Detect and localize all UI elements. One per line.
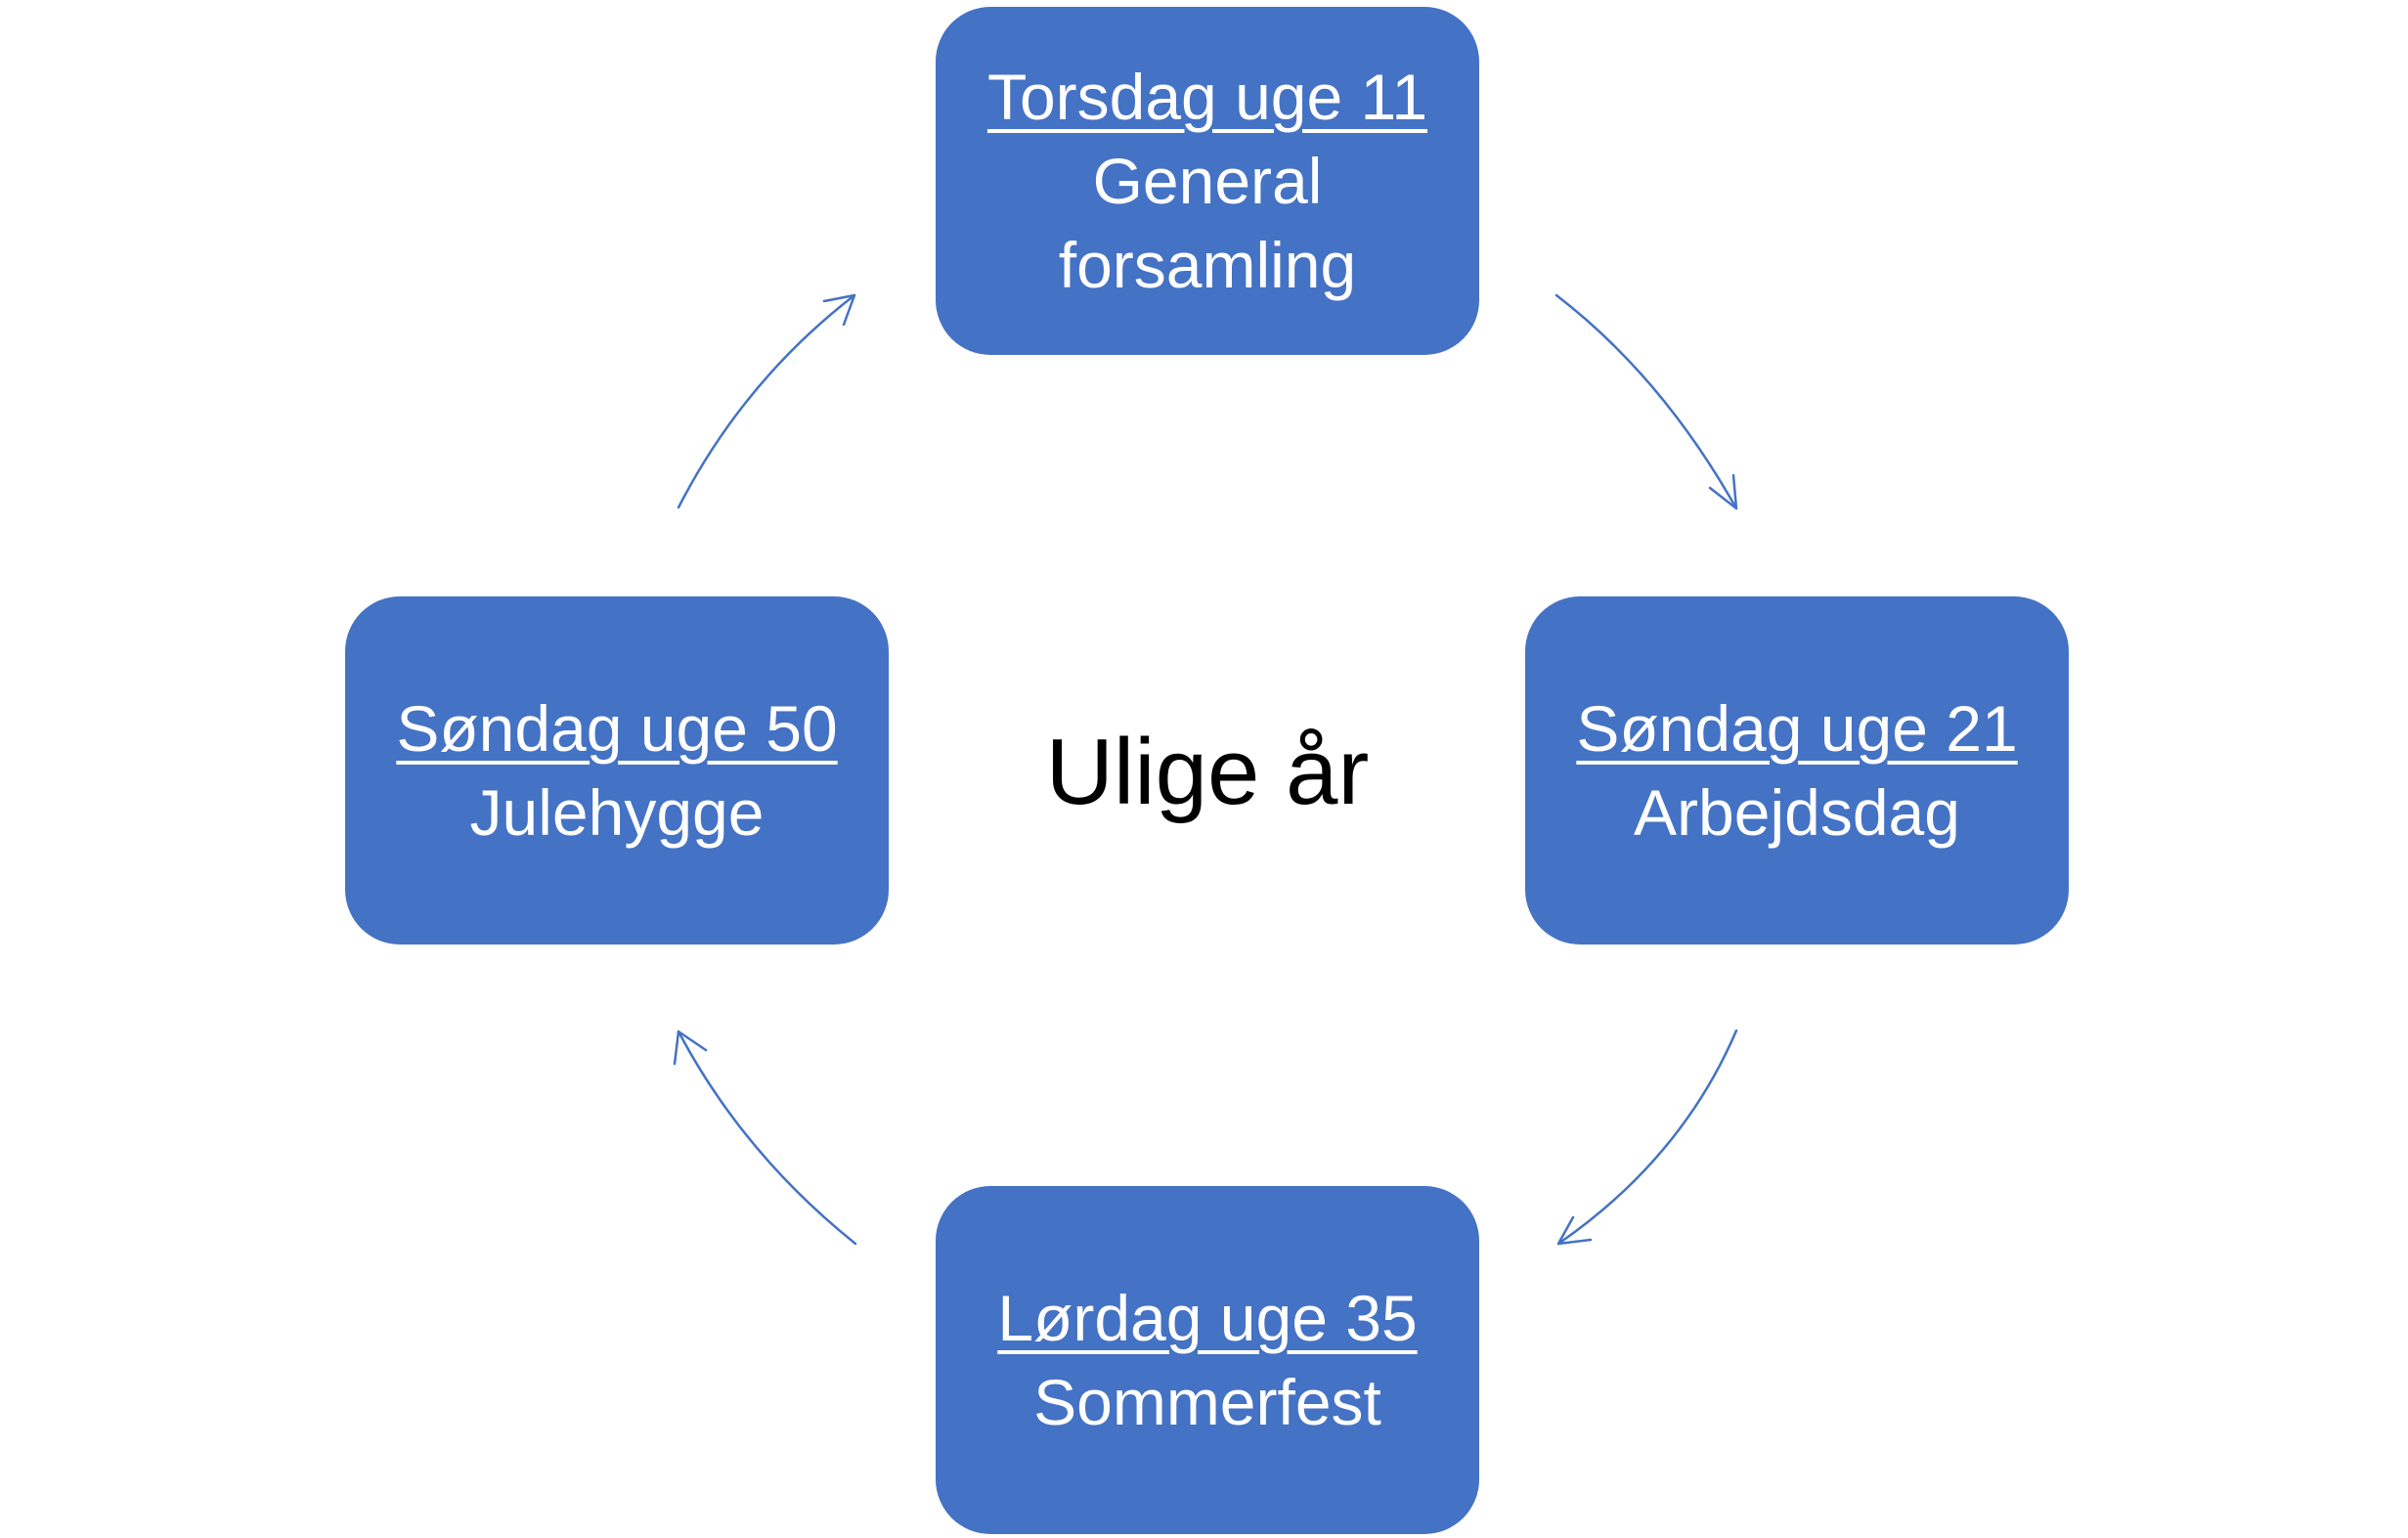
node-heading: Torsdag uge 11 [986, 61, 1428, 133]
arrowhead-top-to-right [1708, 473, 1738, 510]
node-event: Sommerfest [1033, 1366, 1381, 1438]
center-label: Ulige år [1045, 720, 1370, 824]
node-sondag-uge-50: Søndag uge 50 Julehygge [345, 596, 889, 945]
node-event: General forsamling [1058, 145, 1357, 301]
arrow-right-to-bottom [1556, 1029, 1738, 1246]
node-heading: Søndag uge 21 [1576, 692, 2018, 765]
node-heading: Søndag uge 50 [396, 692, 838, 765]
arrow-top-to-right [1554, 293, 1738, 510]
node-torsdag-uge-11: Torsdag uge 11 General forsamling [936, 7, 1479, 355]
arrowhead-left-to-top [822, 293, 856, 327]
node-lordag-uge-35: Lørdag uge 35 Sommerfest [936, 1186, 1479, 1534]
node-event: Julehygge [469, 776, 765, 849]
arrow-bottom-to-left [677, 1030, 857, 1246]
node-sondag-uge-21: Søndag uge 21 Arbejdsdag [1525, 596, 2069, 945]
arrow-left-to-top [677, 293, 856, 509]
node-event: Arbejdsdag [1634, 776, 1960, 849]
arrowhead-right-to-bottom [1556, 1215, 1593, 1246]
node-heading: Lørdag uge 35 [997, 1282, 1418, 1354]
arrowhead-bottom-to-left [673, 1030, 708, 1066]
